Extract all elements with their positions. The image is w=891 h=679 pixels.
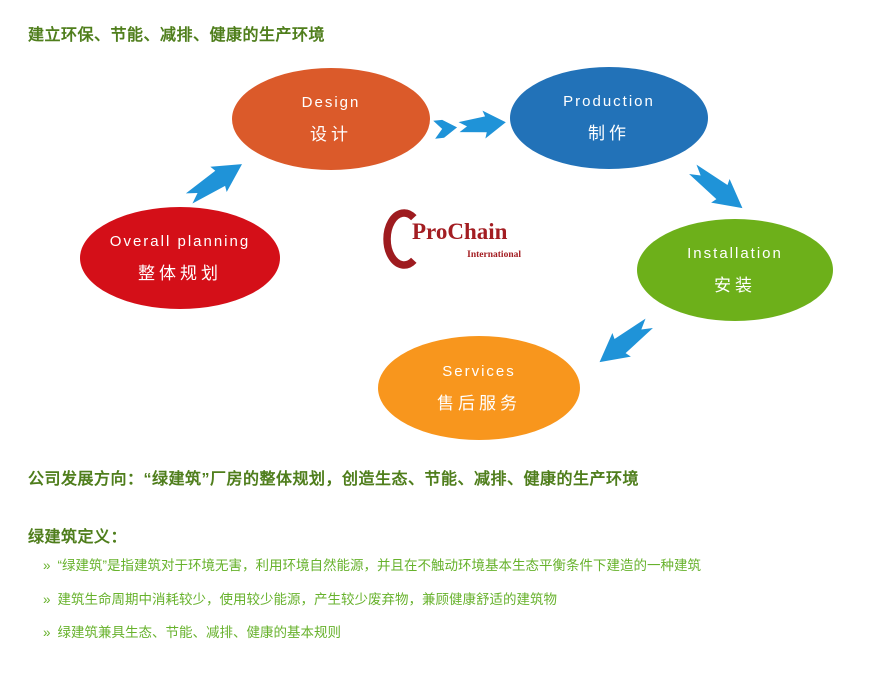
arrow-installation-to-services-icon — [599, 318, 653, 363]
definition-bullet-3: » 绿建筑兼具生态、节能、减排、健康的基本规则 — [43, 624, 341, 641]
definition-bullet-2: » 建筑生命周期中消耗较少，使用较少能源，产生较少废弃物，兼顾健康舒适的建筑物 — [43, 591, 557, 608]
logo-name-text: ProChain — [412, 219, 508, 244]
node-overall-planning-label-zh: 整体规划 — [138, 263, 222, 283]
prochain-logo: ProChain International — [380, 205, 530, 269]
arrow-planning-to-design-icon — [185, 164, 242, 204]
logo-c-icon — [383, 209, 417, 269]
bullet-marker-icon: » — [43, 558, 51, 573]
node-design: Design 设计 — [232, 68, 430, 170]
node-services-label-zh: 售后服务 — [437, 393, 521, 413]
node-design-label-zh: 设计 — [310, 124, 352, 144]
node-overall-planning-label-en: Overall planning — [109, 232, 251, 250]
node-installation-label-zh: 安装 — [714, 275, 756, 295]
node-design-label-en: Design — [301, 93, 361, 111]
node-services-label-en: Services — [442, 362, 516, 380]
logo-subtitle-text: International — [467, 250, 521, 260]
arrow-design-to-production-icon — [433, 110, 506, 139]
node-overall-planning: Overall planning 整体规划 — [80, 207, 280, 309]
bullet-marker-icon: » — [43, 592, 51, 607]
node-installation-label-en: Installation — [687, 244, 783, 262]
definition-bullet-1: » “绿建筑”是指建筑对于环境无害，利用环境自然能源，并且在不触动环境基本生态平衡… — [43, 557, 701, 574]
node-installation: Installation 安装 — [637, 219, 833, 321]
definition-heading: 绿建筑定义： — [28, 529, 128, 546]
company-direction-statement: 公司发展方向：“绿建筑”厂房的整体规划，创造生态、节能、减排、健康的生产环境 — [28, 471, 640, 488]
arrow-production-to-installation-icon — [689, 164, 743, 209]
node-production: Production 制作 — [510, 67, 708, 169]
definition-bullet-1-text: “绿建筑”是指建筑对于环境无害，利用环境自然能源，并且在不触动环境基本生态平衡条… — [57, 558, 702, 573]
node-production-label-en: Production — [563, 92, 655, 110]
bullet-marker-icon: » — [43, 625, 51, 640]
node-services: Services 售后服务 — [378, 336, 580, 440]
definition-bullet-2-text: 建筑生命周期中消耗较少，使用较少能源，产生较少废弃物，兼顾健康舒适的建筑物 — [57, 592, 558, 607]
page-title: 建立环保、节能、减排、健康的生产环境 — [28, 27, 326, 44]
node-production-label-zh: 制作 — [588, 123, 630, 143]
definition-bullet-3-text: 绿建筑兼具生态、节能、减排、健康的基本规则 — [57, 625, 342, 640]
